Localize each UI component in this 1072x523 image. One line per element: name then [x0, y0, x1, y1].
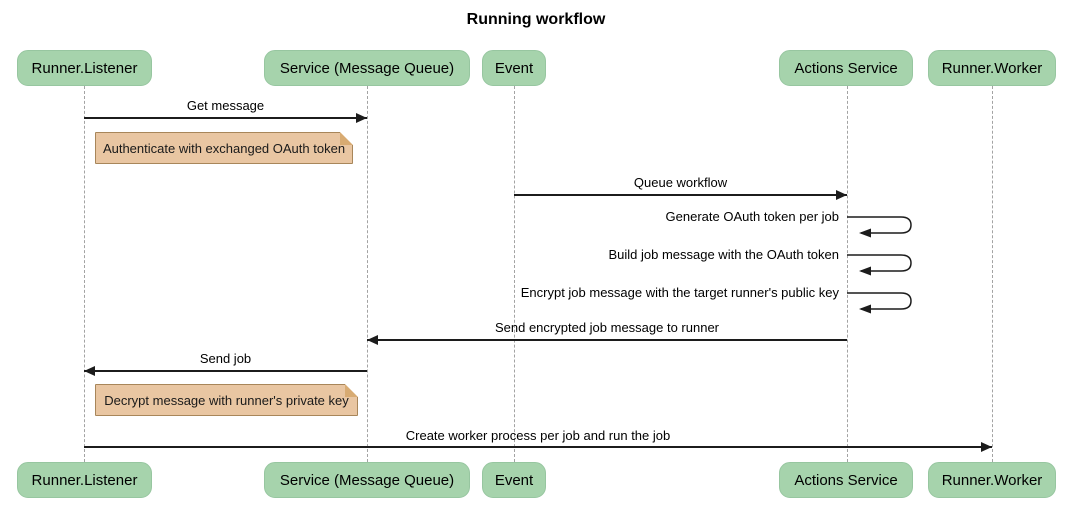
lifeline-event — [514, 86, 515, 462]
participant-top-actions-service: Actions Service — [779, 50, 913, 86]
message-line-send-job — [84, 370, 367, 372]
message-line-get-message — [84, 117, 367, 119]
diagram-title: Running workflow — [466, 11, 606, 28]
message-line-send-encrypted-job — [367, 339, 847, 341]
arrowhead-icon — [981, 442, 992, 452]
message-label-send-job: Send job — [199, 351, 252, 366]
participant-top-event: Event — [482, 50, 546, 86]
arrowhead-icon — [84, 366, 95, 376]
message-label-send-encrypted-job: Send encrypted job message to runner — [494, 320, 720, 335]
note-decrypt: Decrypt message with runner's private ke… — [95, 384, 358, 416]
arrowhead-icon — [356, 113, 367, 123]
participant-top-runner-worker: Runner.Worker — [928, 50, 1056, 86]
lifeline-runner-listener — [84, 86, 85, 462]
lifeline-actions-service — [847, 86, 848, 462]
message-line-queue-workflow — [514, 194, 847, 196]
arrowhead-icon — [367, 335, 378, 345]
message-label-generate-oauth-token: Generate OAuth token per job — [665, 209, 839, 224]
participant-bottom-runner-worker: Runner.Worker — [928, 462, 1056, 498]
self-loop-icon — [847, 292, 912, 314]
participant-top-service-message-queue: Service (Message Queue) — [264, 50, 470, 86]
participant-bottom-actions-service: Actions Service — [779, 462, 913, 498]
participant-bottom-service-message-queue: Service (Message Queue) — [264, 462, 470, 498]
message-label-queue-workflow: Queue workflow — [633, 175, 728, 190]
arrowhead-icon — [836, 190, 847, 200]
note-authenticate: Authenticate with exchanged OAuth token — [95, 132, 353, 164]
message-line-create-worker — [84, 446, 992, 448]
participant-bottom-runner-listener: Runner.Listener — [17, 462, 152, 498]
message-label-create-worker: Create worker process per job and run th… — [405, 428, 671, 443]
lifeline-runner-worker — [992, 86, 993, 462]
message-label-get-message: Get message — [186, 98, 265, 113]
message-label-encrypt-job-message: Encrypt job message with the target runn… — [520, 285, 839, 300]
lifeline-service-message-queue — [367, 86, 368, 462]
participant-bottom-event: Event — [482, 462, 546, 498]
self-loop-icon — [847, 254, 912, 276]
message-label-build-job-message: Build job message with the OAuth token — [608, 247, 839, 262]
participant-top-runner-listener: Runner.Listener — [17, 50, 152, 86]
self-loop-icon — [847, 216, 912, 238]
